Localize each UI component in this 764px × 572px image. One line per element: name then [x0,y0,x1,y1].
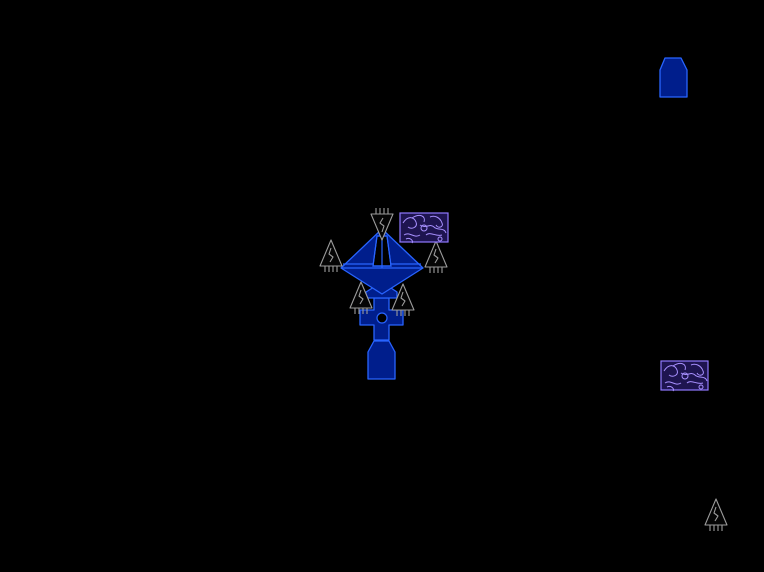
escort-drone-right[interactable] [424,240,448,274]
ship-thruster-pod [367,340,396,380]
stray-drone-bottom-right[interactable] [704,498,728,532]
floating-pod[interactable] [659,57,688,98]
escort-drone-left[interactable] [319,239,343,273]
supply-crate-near-ship[interactable] [399,212,449,244]
supply-crate-right[interactable] [660,360,709,392]
player-ship[interactable] [340,228,424,380]
ship-core-port [376,312,388,324]
escort-drone-top[interactable] [370,207,394,241]
